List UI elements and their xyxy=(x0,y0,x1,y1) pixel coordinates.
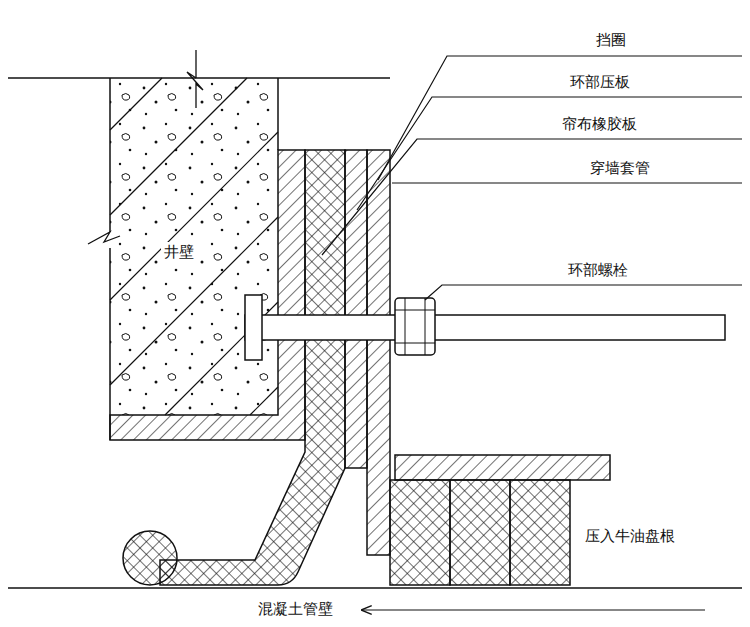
part-label: 井壁 xyxy=(161,242,197,262)
part-label: 环部螺栓 xyxy=(568,261,628,279)
part-label: 挡圈 xyxy=(596,31,626,49)
part-label: 混凝土管壁 xyxy=(258,600,333,618)
part-label: 环部压板 xyxy=(570,73,630,91)
part-label: 帘布橡胶板 xyxy=(562,115,637,133)
part-label: 压入牛油盘根 xyxy=(585,527,675,545)
part-label: 穿墙套管 xyxy=(590,159,650,177)
